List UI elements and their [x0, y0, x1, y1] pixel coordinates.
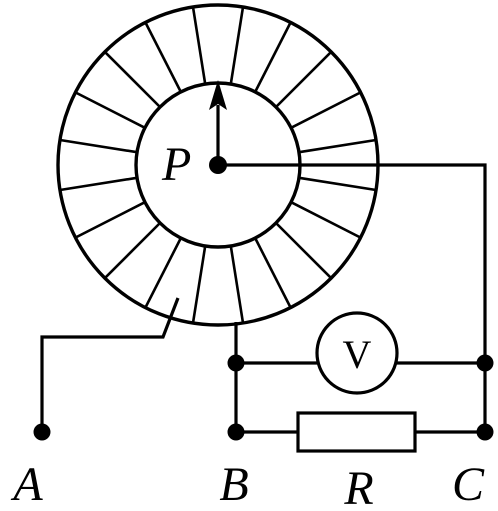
coil-winding-line	[59, 138, 138, 154]
junction-node-c-upper	[476, 354, 494, 372]
coil-winding-line	[229, 6, 245, 85]
coil-winding-line	[74, 201, 146, 239]
label-a: A	[10, 458, 43, 511]
terminal-a-node	[33, 423, 51, 441]
wire-coil-to-a	[40, 297, 180, 432]
junction-node-b-upper	[227, 354, 245, 372]
wire-p-to-c	[218, 163, 487, 432]
terminal-c-node	[476, 423, 494, 441]
slider-arrow-head	[209, 80, 227, 110]
coil-winding-line	[298, 138, 377, 154]
coil-winding-line	[275, 50, 333, 108]
resistor-branch	[236, 411, 485, 453]
label-p: P	[161, 138, 191, 191]
label-c: C	[452, 458, 485, 511]
coil-winding-line	[59, 176, 138, 192]
terminal-b-node	[227, 423, 245, 441]
label-r: R	[343, 462, 373, 511]
coil-winding-line	[103, 50, 161, 108]
slider-pivot-node	[209, 156, 227, 174]
coil-winding-line	[191, 6, 207, 85]
voltmeter	[315, 311, 399, 395]
slider-contact: P	[161, 80, 487, 432]
label-b: B	[219, 458, 248, 511]
resistor	[296, 411, 417, 453]
coil-winding-line	[254, 21, 292, 93]
coil-winding-line	[254, 237, 292, 309]
coil-winding-line	[290, 91, 362, 129]
coil-winding-line	[103, 222, 161, 280]
coil-winding-line	[144, 237, 182, 309]
coil-windings	[59, 6, 377, 324]
coil-winding-line	[144, 21, 182, 93]
voltmeter-branch: V	[236, 311, 485, 395]
coil-winding-line	[290, 201, 362, 239]
coil-winding-line	[229, 245, 245, 324]
voltmeter-label: V	[343, 332, 372, 377]
coil-winding-line	[275, 222, 333, 280]
coil-winding-line	[74, 91, 146, 129]
coil-winding-line	[298, 176, 377, 192]
coil-winding-line	[191, 245, 207, 324]
